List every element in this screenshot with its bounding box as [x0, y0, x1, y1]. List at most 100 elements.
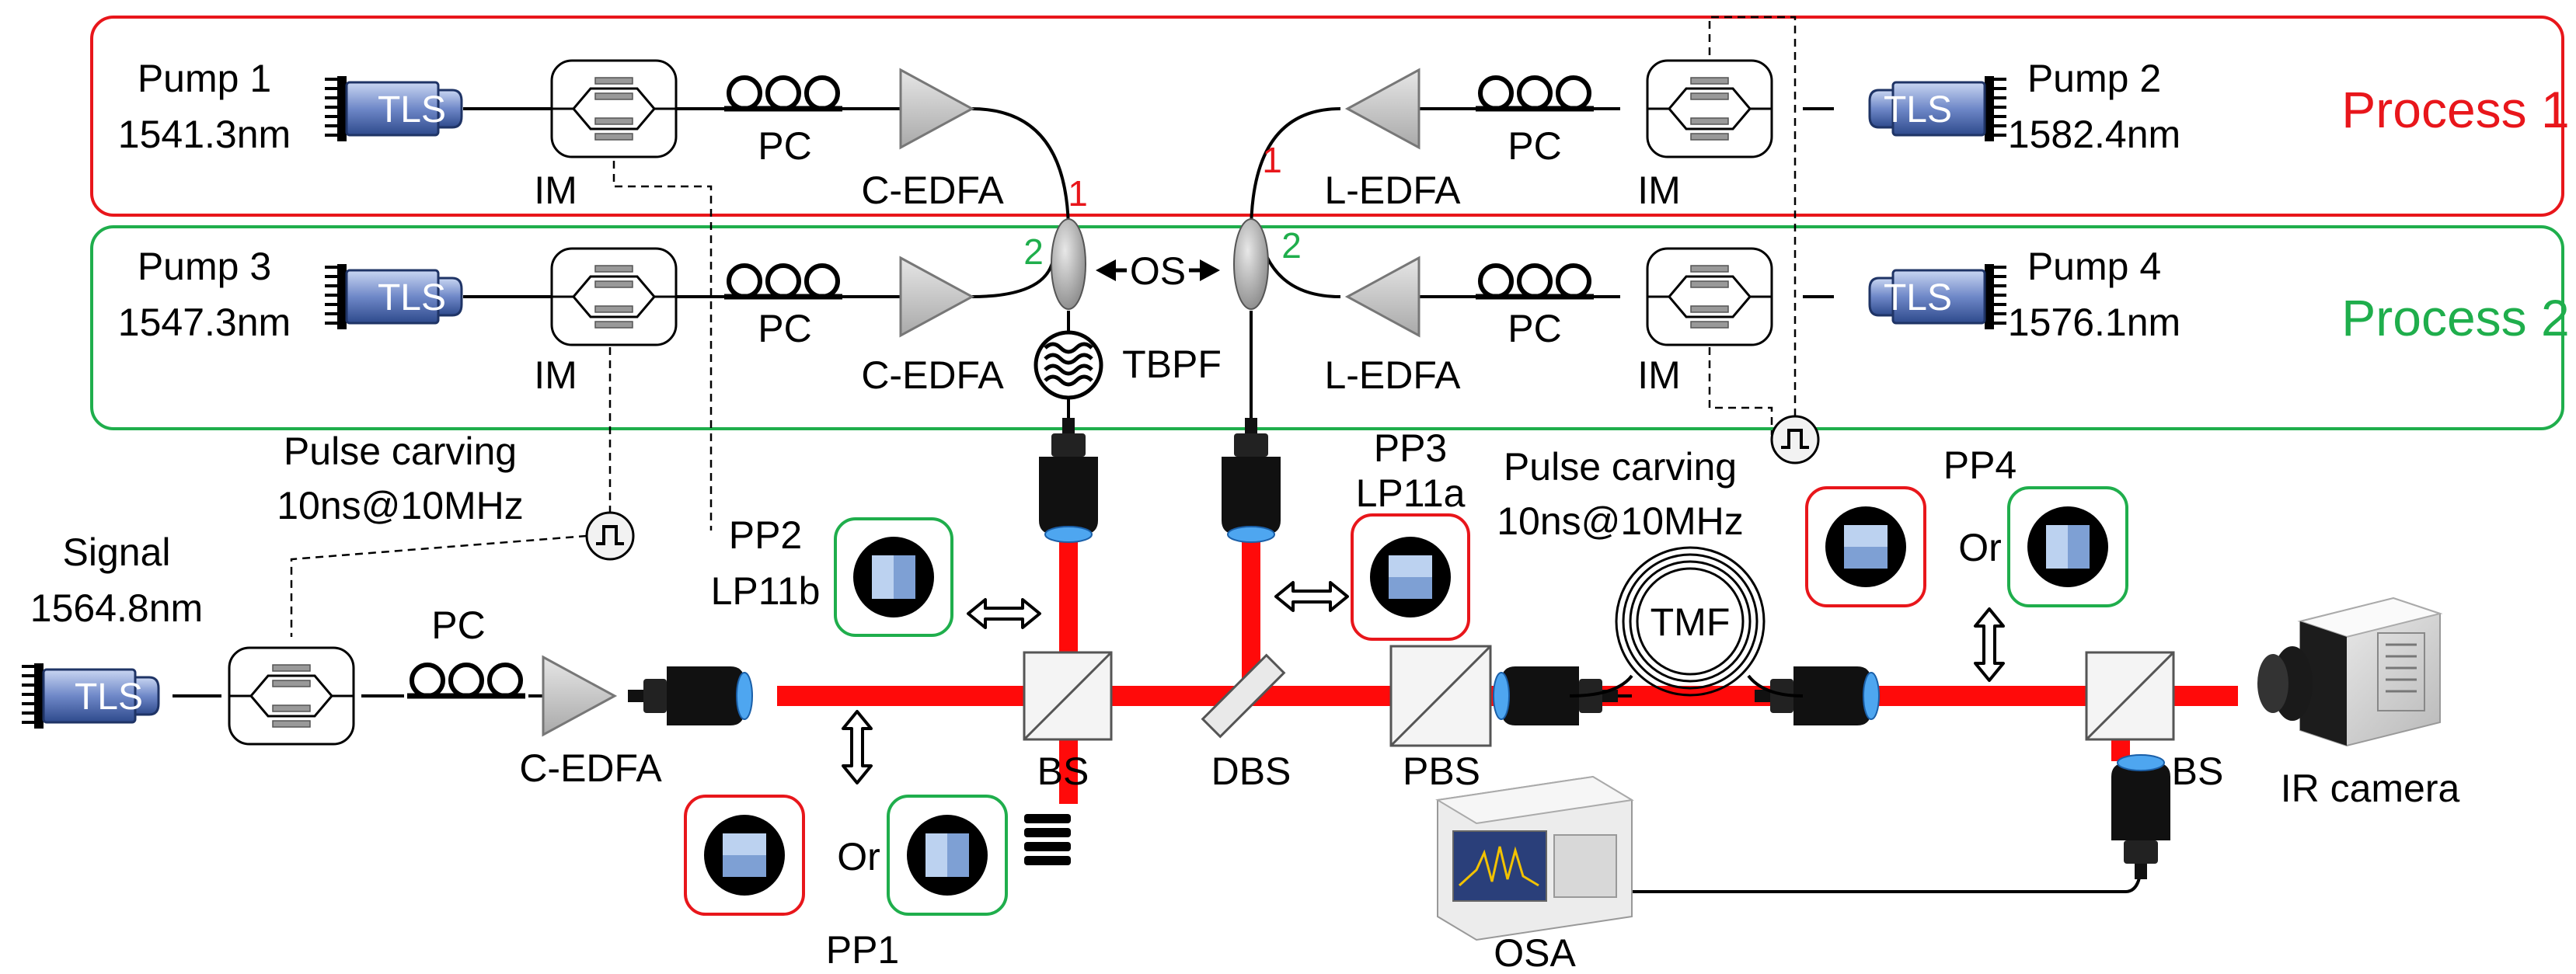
pp4-option-a-disk [1825, 506, 1906, 587]
pump2-name: Pump 2 [2027, 57, 2161, 100]
bs2-label: BS [2172, 750, 2224, 793]
pulse-carving-left-spec: 10ns@10MHz [277, 484, 524, 527]
pump4-l-edfa [1346, 256, 1420, 337]
signal-name: Signal [63, 530, 171, 574]
pump-collimator-right [1221, 417, 1281, 543]
coupler-right-port2: 2 [1281, 225, 1302, 266]
pulse-carving-left-title: Pulse carving [284, 430, 517, 473]
pump4-tls-label: TLS [1884, 277, 1952, 318]
tmf-input-collimator [1493, 666, 1619, 726]
coupler-left-port2: 2 [1023, 231, 1044, 272]
pump3-name: Pump 3 [138, 245, 271, 288]
bs1-label: BS [1037, 750, 1089, 793]
osa-collimator [2111, 754, 2171, 880]
pp2-label: PP2 [729, 513, 803, 557]
pp3-mode-label: LP11a [1356, 471, 1466, 515]
pp3-arrow [1274, 581, 1349, 612]
pump3-pc [724, 266, 842, 297]
pump3-c-edfa [899, 256, 974, 337]
pp1-arrow [842, 710, 873, 784]
pbs-label: PBS [1403, 750, 1480, 793]
pp4-label: PP4 [1943, 444, 2017, 487]
pulse-carving-right-title: Pulse carving [1504, 445, 1737, 489]
process1-label: Process 1 [2341, 81, 2569, 138]
pump-collimator-left [1038, 417, 1099, 543]
polarizing-beam-splitter [1389, 645, 1492, 747]
tbpf-filter [1034, 330, 1103, 400]
pp4-arrow [1974, 607, 2005, 682]
pump4-wavelength: 1576.1nm [2008, 301, 2180, 344]
pump4-im-label: IM [1637, 353, 1681, 397]
pump2-tls-label: TLS [1884, 89, 1952, 130]
pump2-wavelength: 1582.4nm [2008, 113, 2180, 156]
pump2-im [1646, 59, 1773, 158]
pp2-mode-label: LP11b [711, 569, 821, 613]
coupler-left-port1: 1 [1068, 173, 1088, 214]
tbpf-label: TBPF [1122, 343, 1222, 386]
tmf-output-collimator [1754, 666, 1880, 726]
ir-camera [2257, 597, 2443, 747]
pump4-l-edfa-label: L-EDFA [1324, 353, 1461, 397]
pulse-generator-pumps [1770, 415, 1820, 464]
tmf-fiber-coil [1569, 546, 1804, 697]
pump4-pc [1476, 266, 1594, 297]
coupler-left [1051, 218, 1086, 310]
osa-label: OSA [1494, 931, 1576, 974]
pp4-or: Or [1958, 526, 2002, 569]
pump2-pc-label: PC [1508, 124, 1561, 168]
pp1-option-a-disk [704, 815, 785, 896]
dbs-label: DBS [1211, 750, 1291, 793]
pp3-disk [1370, 537, 1451, 617]
pump1-c-edfa-label: C-EDFA [861, 169, 1004, 212]
tmf-label: TMF [1651, 600, 1731, 644]
coupler-right [1233, 218, 1269, 310]
pump2-l-edfa [1346, 68, 1420, 149]
ir-camera-label: IR camera [2281, 767, 2460, 810]
signal-wavelength: 1564.8nm [30, 586, 203, 630]
pump4-pc-label: PC [1508, 307, 1561, 350]
pump1-im [550, 59, 678, 158]
signal-pc [407, 665, 525, 696]
beam-splitter-2 [2085, 651, 2175, 741]
pump2-pc [1476, 78, 1594, 109]
signal-c-edfa-label: C-EDFA [519, 746, 662, 790]
pump1-wavelength: 1541.3nm [118, 113, 291, 156]
osa-instrument [1435, 775, 1634, 941]
pp3-label: PP3 [1374, 426, 1448, 470]
pp1-or: Or [837, 835, 880, 878]
pump1-name: Pump 1 [138, 57, 271, 100]
optical-switch-arrow [1096, 250, 1220, 290]
coupler-right-port1: 1 [1262, 140, 1282, 180]
pump4-im [1646, 247, 1773, 346]
pump2-im-label: IM [1637, 169, 1681, 212]
pulse-carving-right-spec: 10ns@10MHz [1497, 499, 1744, 543]
dichroic-beam-splitter [1201, 653, 1286, 739]
pump3-tls-label: TLS [378, 277, 446, 318]
signal-pc-label: PC [431, 604, 485, 647]
pump1-tls-label: TLS [378, 89, 446, 130]
pp2-arrow [967, 598, 1041, 629]
pulse-generator-signal [585, 511, 635, 561]
pump1-pc-label: PC [758, 124, 811, 168]
pump1-c-edfa [899, 68, 974, 149]
signal-im [228, 646, 355, 746]
pp2-disk [853, 537, 934, 617]
pump2-l-edfa-label: L-EDFA [1324, 169, 1461, 212]
process1-frame [90, 16, 2564, 217]
pump3-pc-label: PC [758, 307, 811, 350]
signal-c-edfa [542, 656, 616, 736]
beam-splitter-1 [1023, 651, 1113, 741]
os-label: OS [1130, 249, 1186, 293]
process2-frame [90, 225, 2564, 430]
pump3-im-label: IM [534, 353, 577, 397]
pump1-im-label: IM [534, 169, 577, 212]
process2-label: Process 2 [2341, 289, 2569, 346]
pump3-c-edfa-label: C-EDFA [861, 353, 1004, 397]
pump4-name: Pump 4 [2027, 245, 2161, 288]
beam-dump [1024, 814, 1071, 865]
signal-tls-label: TLS [75, 677, 143, 718]
pump1-pc [724, 78, 842, 109]
pp4-option-b-disk [2027, 506, 2108, 587]
pump3-wavelength: 1547.3nm [118, 301, 291, 344]
